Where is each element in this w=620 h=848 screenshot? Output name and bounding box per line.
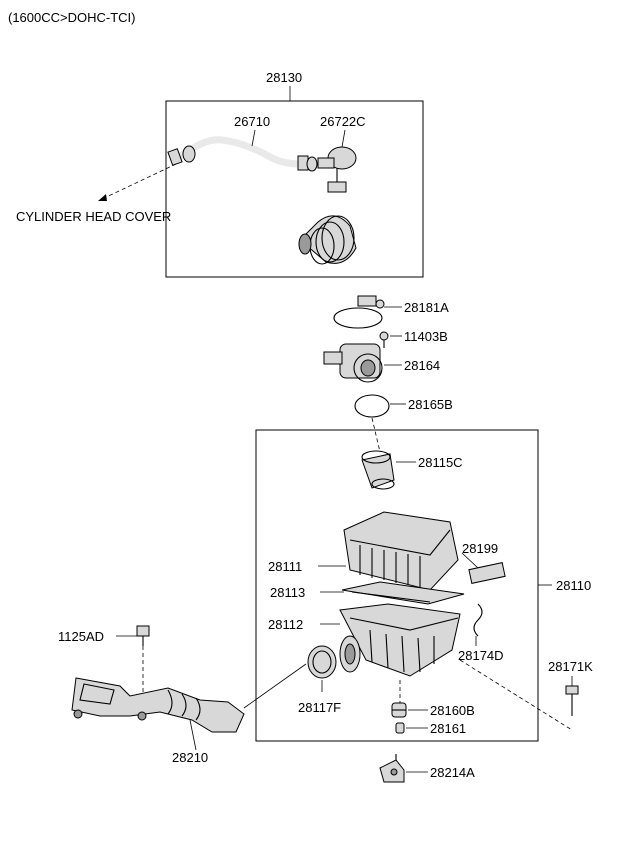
filter-element[interactable] [341,581,465,605]
part-label-28210[interactable]: 28210 [172,750,208,765]
intake-bellows[interactable] [298,215,357,265]
part-label-28111[interactable]: 28111 [268,559,302,574]
leader-28199 [461,552,479,569]
air-cleaner-body[interactable] [339,603,461,677]
cylinder-head-leader [99,163,177,201]
bolt-1125AD[interactable] [136,625,150,646]
hose-clamp[interactable] [182,145,318,172]
cylinder-head-cover-label[interactable]: CYLINDER HEAD COVER [16,209,171,224]
duct-to-clamp-line [243,663,307,709]
air-cleaner-box [255,429,539,742]
part-label-26722C[interactable]: 26722C [320,114,366,129]
intake-duct-28210[interactable] [71,677,245,733]
air-flow-sensor[interactable] [323,343,383,383]
part-label-28113[interactable]: 28113 [270,585,305,600]
part-label-28164[interactable]: 28164 [404,358,440,373]
clamp-ring-28117F[interactable] [307,645,337,679]
part-label-28161[interactable]: 28161 [430,721,466,736]
hose-assembly-box [165,100,424,278]
part-label-28115C[interactable]: 28115C [418,455,463,470]
bolt-28171K[interactable] [565,685,579,716]
part-label-11403B[interactable]: 11403B [404,329,448,344]
breather-hose[interactable] [167,136,309,171]
part-label-28181A[interactable]: 28181A [404,300,449,315]
alignment-line-bolt [459,659,573,731]
part-label-28214A[interactable]: 28214A [430,765,475,780]
part-label-28160B[interactable]: 28160B [430,703,475,718]
clip-28174D[interactable] [473,603,483,637]
bracket-28214A[interactable] [379,754,405,783]
air-duct-28115C[interactable] [361,450,395,490]
gasket-28165B[interactable] [354,394,390,418]
leader-26722C [341,129,346,148]
part-label-28171K[interactable]: 28171K [548,659,593,674]
sleeve-28161[interactable] [395,722,405,734]
part-label-28110[interactable]: 28110 [556,578,591,593]
alignment-line-top [371,417,381,453]
part-label-28112[interactable]: 28112 [268,617,303,632]
part-label-28130[interactable]: 28130 [266,70,302,85]
leader-28210 [189,719,197,751]
part-label-26710[interactable]: 26710 [234,114,270,129]
grommet-28160B[interactable] [391,702,407,718]
part-label-28199[interactable]: 28199 [462,541,498,556]
pcv-valve[interactable] [317,146,357,193]
part-label-28165B[interactable]: 28165B [408,397,453,412]
screw-11403B[interactable] [379,331,389,348]
engine-spec-label: (1600CC>DOHC-TCI) [8,10,136,25]
hose-clamp-28181A[interactable] [333,295,385,329]
leader-26710 [251,129,256,147]
part-label-1125AD[interactable]: 1125AD [58,629,104,644]
label-sticker-28199[interactable] [468,562,506,584]
air-cleaner-cover[interactable] [343,511,459,591]
part-label-28174D[interactable]: 28174D [458,648,504,663]
part-label-28117F[interactable]: 28117F [298,700,341,715]
cylinder-head-arrowhead [98,194,107,201]
